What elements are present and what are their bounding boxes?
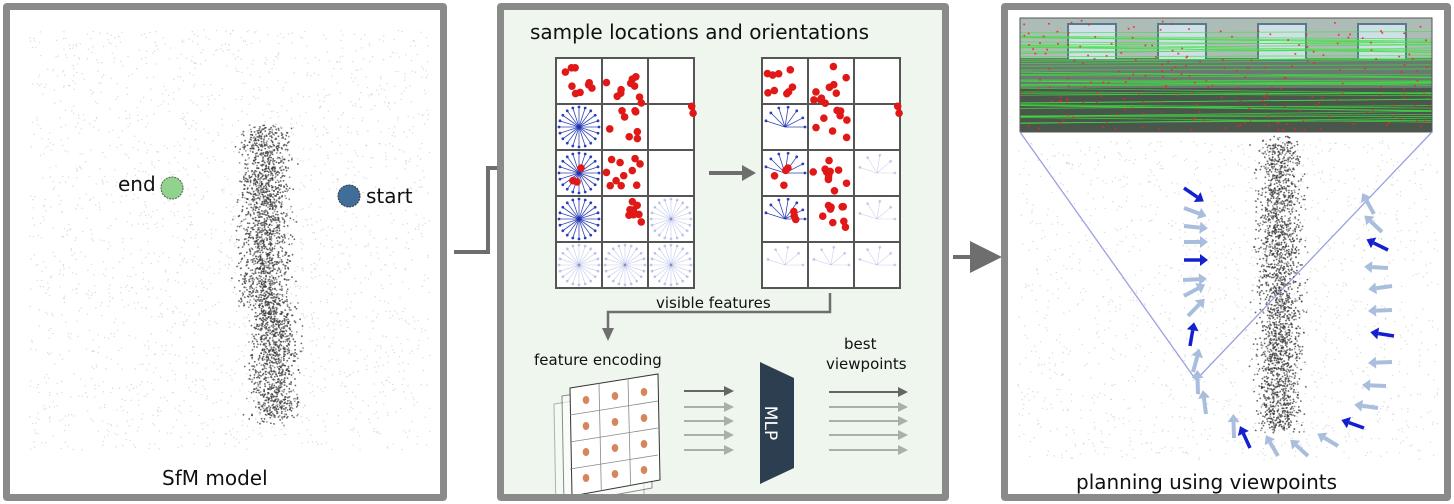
sample-grid-all bbox=[555, 57, 697, 289]
sample-grid-filtered bbox=[761, 57, 903, 289]
mlp-label: MLP bbox=[760, 405, 781, 441]
frustum-left bbox=[1019, 131, 1197, 381]
end-label: end bbox=[118, 172, 156, 196]
viewpoint-arrows bbox=[1182, 186, 1395, 458]
visible-features-connector bbox=[606, 293, 832, 330]
sampling-panel: sample locations and orientations visibl… bbox=[497, 3, 949, 501]
frustum-right bbox=[1195, 131, 1433, 381]
point-cloud-points bbox=[29, 29, 431, 451]
planning-caption: planning using viewpoints bbox=[1076, 470, 1338, 494]
planning-diagram bbox=[1017, 17, 1439, 461]
sampling-title: sample locations and orientations bbox=[530, 20, 870, 44]
feature-encoding-label: feature encoding bbox=[534, 351, 662, 369]
planning-point-cloud bbox=[1017, 135, 1439, 461]
sfm-model-panel: end start SfM model bbox=[3, 3, 447, 501]
sampling-diagram bbox=[553, 57, 908, 494]
matched-image bbox=[1019, 17, 1433, 133]
mlp-output-arrows bbox=[829, 387, 908, 455]
sfm-model-caption: SfM model bbox=[162, 466, 268, 490]
viewpoints-label: viewpoints bbox=[826, 355, 907, 373]
visible-features-label: visible features bbox=[656, 294, 771, 312]
feature-encoding-stack bbox=[553, 373, 661, 494]
planning-panel: planning using viewpoints bbox=[1001, 3, 1451, 501]
best-label: best bbox=[844, 335, 877, 353]
end-marker bbox=[160, 176, 184, 200]
start-marker bbox=[337, 184, 361, 208]
visible-features-arrowhead bbox=[602, 328, 614, 341]
sfm-point-cloud bbox=[29, 29, 431, 451]
start-label: start bbox=[366, 184, 413, 208]
mlp-block bbox=[760, 362, 794, 484]
grid-arrow-head bbox=[742, 165, 756, 181]
mlp-input-arrows bbox=[684, 386, 734, 455]
